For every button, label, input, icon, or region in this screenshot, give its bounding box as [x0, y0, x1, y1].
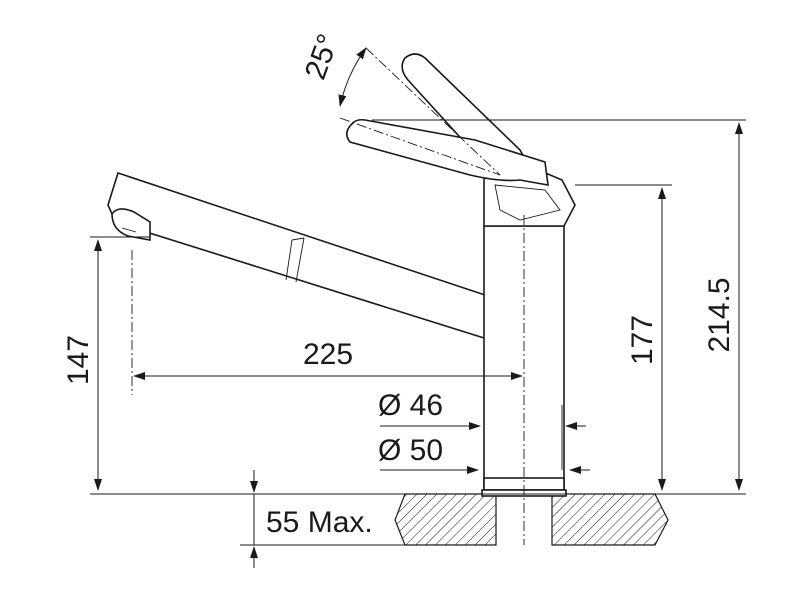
label-spout-reach: 225 [303, 338, 353, 371]
label-diameter-base: Ø 50 [378, 434, 443, 467]
label-spout-height: 147 [62, 335, 95, 385]
label-counter-thickness: 55 Max. [266, 506, 373, 539]
spout [107, 171, 494, 339]
label-diameter-top: Ø 46 [378, 389, 443, 422]
label-angle: 25° [299, 30, 346, 84]
label-body-height: 177 [626, 315, 659, 365]
handle-closed [346, 118, 576, 227]
aerator [111, 208, 151, 241]
label-total-height: 214.5 [703, 277, 736, 352]
countertop-right [551, 493, 669, 546]
countertop-left [394, 493, 497, 546]
centre-lines [131, 47, 525, 545]
dimension-labels: 25° 214.5 177 147 225 Ø 46 Ø 50 55 Max. [62, 30, 736, 539]
dimension-lines [90, 47, 746, 568]
countertop [394, 493, 669, 546]
